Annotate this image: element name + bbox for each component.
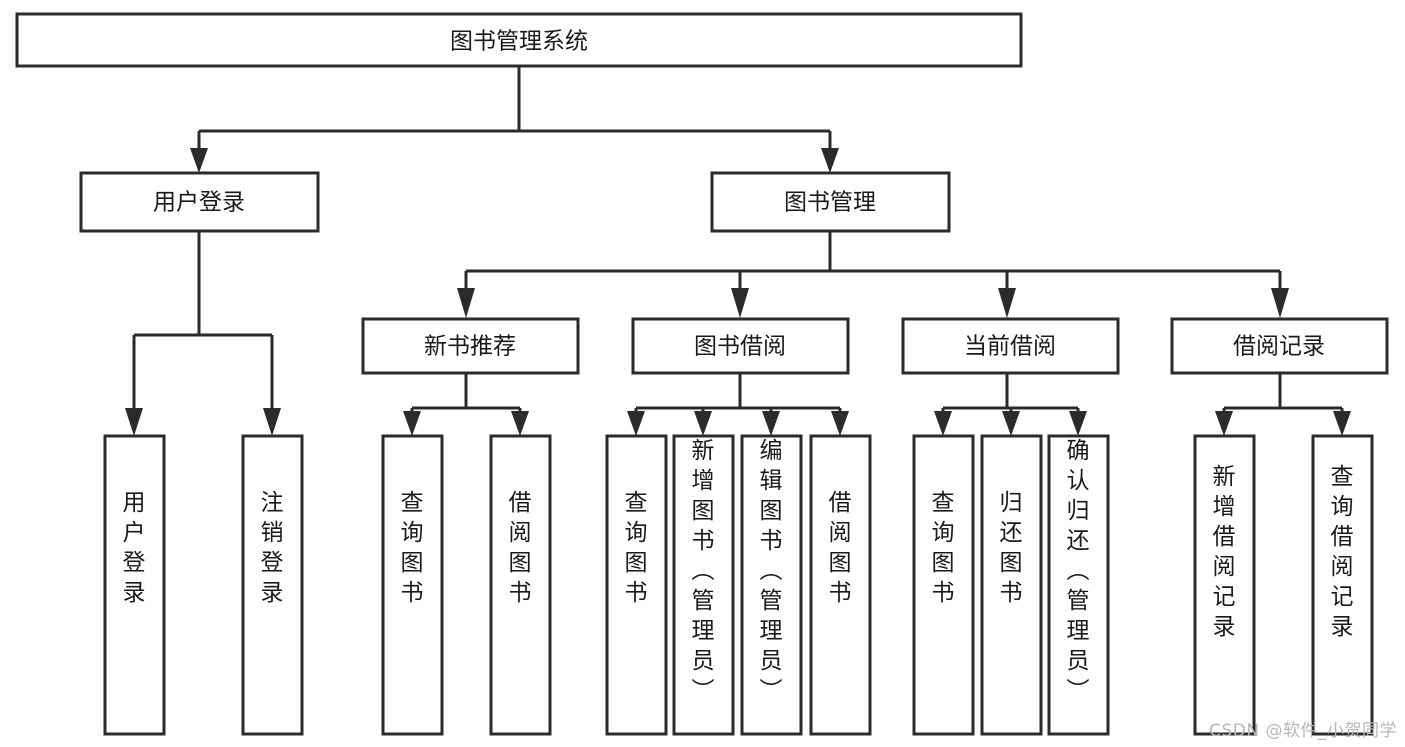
arrow-head-leaf-borrow-book-1 bbox=[511, 411, 529, 436]
node-user-login-label: 用户登录 bbox=[153, 190, 245, 216]
node-root-box[interactable] bbox=[15, 12, 1023, 68]
leaf-query-borrow-record[interactable]: 查询借阅记录 bbox=[1311, 434, 1374, 736]
leaf-query-book-1-box[interactable] bbox=[381, 434, 444, 736]
leaf-borrow-book-1-box[interactable] bbox=[489, 434, 552, 736]
node-book-borrow-box[interactable] bbox=[631, 317, 850, 375]
leaf-query-book-3-box[interactable] bbox=[912, 434, 975, 736]
leaf-borrow-book-1-label: 借阅图书 bbox=[509, 490, 532, 606]
node-user-login-box[interactable] bbox=[79, 171, 320, 233]
node-new-book-recommend[interactable]: 新书推荐 bbox=[361, 317, 580, 375]
leaf-return-book-label: 归还图书 bbox=[1000, 490, 1023, 606]
node-borrow-record-box[interactable] bbox=[1170, 317, 1389, 375]
arrow-head-leaf-borrow-book-2 bbox=[831, 411, 849, 436]
leaf-confirm-return-admin[interactable]: 确认归还︵管理员︶ bbox=[1047, 434, 1110, 736]
arrow-head-borrow-record bbox=[1271, 288, 1289, 318]
arrow-head-leaf-query-book-2 bbox=[627, 411, 645, 436]
arrow-head-leaf-return-book bbox=[1002, 411, 1020, 436]
leaf-edit-book-admin-label: 编辑图书︵管理员︶ bbox=[760, 438, 783, 704]
arrow-head-leaf-query-borrow-record bbox=[1333, 411, 1351, 436]
leaf-borrow-book-2-box[interactable] bbox=[809, 434, 872, 736]
arrow-head-leaf-query-book-1 bbox=[403, 411, 421, 436]
leaf-add-book-admin-box[interactable] bbox=[672, 434, 735, 736]
leaf-user-login[interactable]: 用户登录 bbox=[103, 434, 166, 736]
node-book-manage-box[interactable] bbox=[710, 171, 951, 233]
node-current-borrow[interactable]: 当前借阅 bbox=[901, 317, 1120, 375]
arrow-head-book-borrow bbox=[731, 288, 749, 318]
leaf-confirm-return-admin-label: 确认归还︵管理员︶ bbox=[1067, 438, 1090, 704]
leaf-return-book[interactable]: 归还图书 bbox=[980, 434, 1043, 736]
node-book-borrow-label: 图书借阅 bbox=[694, 334, 786, 360]
leaf-add-book-admin-label: 新增图书︵管理员︶ bbox=[692, 438, 715, 704]
node-user-login[interactable]: 用户登录 bbox=[79, 171, 320, 233]
leaf-logout-login-box[interactable] bbox=[241, 434, 304, 736]
arrow-head-leaf-query-book-3 bbox=[934, 411, 952, 436]
node-root[interactable]: 图书管理系统 bbox=[15, 12, 1023, 68]
node-borrow-record[interactable]: 借阅记录 bbox=[1170, 317, 1389, 375]
leaf-confirm-return-admin-box[interactable] bbox=[1047, 434, 1110, 736]
leaf-add-borrow-record-label: 新增借阅记录 bbox=[1213, 464, 1236, 640]
leaf-query-book-3-label: 查询图书 bbox=[932, 490, 955, 606]
leaf-query-borrow-record-box[interactable] bbox=[1311, 434, 1374, 736]
arrow-head-new-book-recommend bbox=[457, 288, 475, 318]
node-current-borrow-box[interactable] bbox=[901, 317, 1120, 375]
arrow-head-leaf-user-login bbox=[125, 408, 143, 436]
node-borrow-record-label: 借阅记录 bbox=[1233, 334, 1325, 360]
leaf-query-borrow-record-label: 查询借阅记录 bbox=[1331, 464, 1354, 640]
leaf-borrow-book-2[interactable]: 借阅图书 bbox=[809, 434, 872, 736]
connector-layer bbox=[125, 66, 1351, 436]
leaf-query-book-2-box[interactable] bbox=[605, 434, 668, 736]
node-new-book-recommend-label: 新书推荐 bbox=[424, 334, 516, 360]
leaf-add-book-admin[interactable]: 新增图书︵管理员︶ bbox=[672, 434, 735, 736]
leaf-return-book-box[interactable] bbox=[980, 434, 1043, 736]
leaf-query-book-1-label: 查询图书 bbox=[401, 490, 424, 606]
arrow-head-book-manage bbox=[821, 148, 839, 173]
leaf-edit-book-admin[interactable]: 编辑图书︵管理员︶ bbox=[740, 434, 803, 736]
node-book-manage[interactable]: 图书管理 bbox=[710, 171, 951, 233]
node-root-label: 图书管理系统 bbox=[450, 29, 588, 55]
arrow-head-leaf-add-borrow-record bbox=[1215, 411, 1233, 436]
leaf-logout-login-label: 注销登录 bbox=[261, 490, 284, 606]
leaf-borrow-book-1[interactable]: 借阅图书 bbox=[489, 434, 552, 736]
node-current-borrow-label: 当前借阅 bbox=[964, 334, 1056, 360]
arrow-head-leaf-logout-login bbox=[263, 408, 281, 436]
leaf-user-login-box[interactable] bbox=[103, 434, 166, 736]
leaf-borrow-book-2-label: 借阅图书 bbox=[829, 490, 852, 606]
leaf-query-book-1[interactable]: 查询图书 bbox=[381, 434, 444, 736]
node-new-book-recommend-box[interactable] bbox=[361, 317, 580, 375]
node-book-borrow[interactable]: 图书借阅 bbox=[631, 317, 850, 375]
leaf-query-book-2[interactable]: 查询图书 bbox=[605, 434, 668, 736]
arrow-head-current-borrow bbox=[998, 288, 1016, 318]
arrow-head-leaf-confirm-return-admin bbox=[1069, 411, 1087, 436]
leaf-query-book-2-label: 查询图书 bbox=[625, 490, 648, 606]
leaf-add-borrow-record[interactable]: 新增借阅记录 bbox=[1193, 434, 1256, 736]
leaf-edit-book-admin-box[interactable] bbox=[740, 434, 803, 736]
arrow-head-leaf-add-book-admin bbox=[694, 411, 712, 436]
node-book-manage-label: 图书管理 bbox=[784, 190, 876, 216]
arrow-head-leaf-edit-book-admin bbox=[762, 411, 780, 436]
leaf-add-borrow-record-box[interactable] bbox=[1193, 434, 1256, 736]
leaf-logout-login[interactable]: 注销登录 bbox=[241, 434, 304, 736]
leaf-user-login-label: 用户登录 bbox=[123, 490, 146, 606]
arrow-head-user-login bbox=[190, 148, 208, 173]
leaf-query-book-3[interactable]: 查询图书 bbox=[912, 434, 975, 736]
